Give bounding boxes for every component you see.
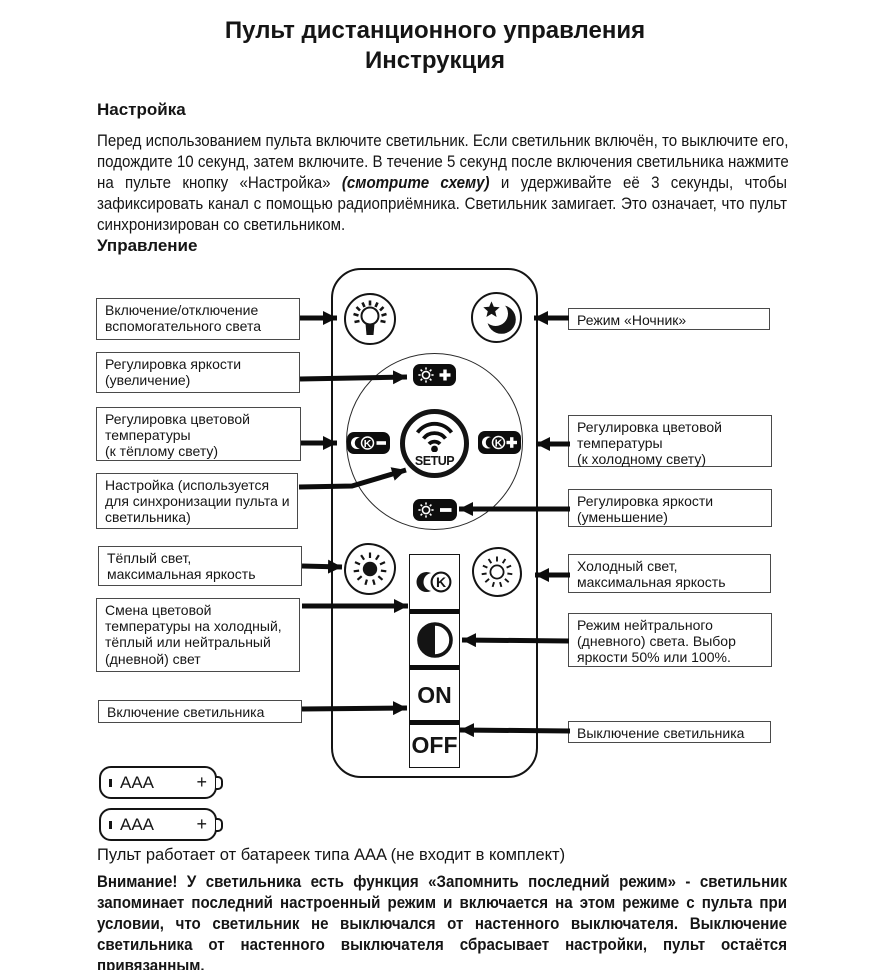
color-temp-cold-button[interactable]: K xyxy=(478,431,521,454)
label-brightness-down: Регулировка яркости (уменьшение) xyxy=(568,489,772,527)
label-color-temp-warm: Регулировка цветовой температуры (к тёпл… xyxy=(96,407,301,461)
paragraph-line: на пульте кнопку «Настройка» (смотрите с… xyxy=(97,173,787,194)
paragraph-line: подождите 10 секунд, затем включите. В т… xyxy=(97,153,789,171)
label-color-temp-cold: Регулировка цветовой температуры (к холо… xyxy=(568,415,772,467)
on-button-label: ON xyxy=(417,681,452,708)
label-setup: Настройка (используется для синхронизаци… xyxy=(96,473,298,529)
setup-heading: Настройка xyxy=(97,100,186,119)
battery-caption: Пульт работает от батареек типа AAA (не … xyxy=(97,846,566,864)
star-moon-icon xyxy=(483,301,516,334)
label-lamp-on: Включение светильника xyxy=(98,700,302,723)
label-night-mode: Режим «Ночник» xyxy=(568,308,770,330)
on-button[interactable]: ON xyxy=(410,665,459,720)
paragraph-line: зафиксировать канал с помощью радиоприём… xyxy=(97,195,787,213)
moon-k-plus-icon: K xyxy=(482,435,517,449)
battery-plus-mark: + xyxy=(196,772,207,792)
label-brightness-up: Регулировка яркости (увеличение) xyxy=(96,352,300,393)
title-line-2: Инструкция xyxy=(364,47,506,74)
battery-terminal-nub xyxy=(215,817,223,832)
paragraph-line: синхронизирован со светильником. xyxy=(97,216,346,234)
battery-aaa-2: AAA + xyxy=(99,808,217,841)
aux-light-button[interactable] xyxy=(344,293,396,345)
label-aux-light: Включение/отключение вспомогательного св… xyxy=(96,298,300,340)
arrow-brightness-up xyxy=(299,370,408,385)
k-letter: K xyxy=(364,438,372,450)
off-button-label: OFF xyxy=(411,732,458,758)
moon-k-minus-icon: K xyxy=(351,436,386,450)
arrow-setup xyxy=(298,467,407,490)
document-title: Пульт дистанционного управления Инструкц… xyxy=(90,16,780,76)
battery-terminal-nub xyxy=(215,775,223,790)
label-color-change: Смена цветовой температуры на холодный, … xyxy=(96,598,300,672)
brightness-up-button[interactable] xyxy=(413,364,456,386)
brightness-down-button[interactable] xyxy=(413,499,457,521)
battery-plus-mark: + xyxy=(196,814,207,834)
notice-line: светильника от настенного выключателя сб… xyxy=(97,936,787,954)
battery-size-label: AAA xyxy=(120,815,155,834)
wifi-icon xyxy=(415,422,454,452)
paragraph-italic-note: (смотрите схему) xyxy=(341,174,490,192)
notice-line: условии, что светильник не выключался от… xyxy=(97,915,787,933)
night-mode-button[interactable] xyxy=(471,292,522,343)
half-circle-contrast-icon xyxy=(416,621,453,658)
button-column: K ON OFF xyxy=(409,554,460,768)
setup-button-label: SETUP xyxy=(414,454,455,468)
label-warm-max: Тёплый свет, максимальная яркость xyxy=(98,546,302,586)
title-line-1: Пульт дистанционного управления xyxy=(224,17,646,44)
light-bulb-icon xyxy=(353,300,387,335)
cold-max-button[interactable] xyxy=(472,547,522,597)
sun-minus-icon xyxy=(418,502,452,518)
moon-k-icon: K xyxy=(416,571,451,593)
label-neutral-mode: Режим нейтрального (дневного) света. Выб… xyxy=(568,613,772,667)
paragraph-line: Перед использованием пульта включите све… xyxy=(97,132,789,150)
arrow-lamp-off xyxy=(459,723,571,738)
sun-plus-icon xyxy=(418,367,451,383)
battery-minus-mark xyxy=(109,821,112,829)
notice-line: Внимание! У светильника есть функция «За… xyxy=(97,873,787,891)
arrow-neutral-mode xyxy=(461,633,570,648)
paragraph-line-segment: и удерживайте её 3 секунды, чтобы xyxy=(489,174,787,192)
outline-sun-icon xyxy=(481,556,513,588)
color-temp-cycle-button[interactable]: K xyxy=(410,555,459,609)
k-letter: K xyxy=(435,574,445,590)
notice-paragraph: Внимание! У светильника есть функция «За… xyxy=(97,872,787,970)
setup-paragraph: Перед использованием пульта включите све… xyxy=(97,131,789,236)
battery-size-label: AAA xyxy=(120,773,155,792)
neutral-mode-button[interactable] xyxy=(410,609,459,665)
filled-sun-icon xyxy=(353,552,387,586)
battery-minus-mark xyxy=(109,779,112,787)
warm-max-button[interactable] xyxy=(344,543,396,595)
setup-button[interactable]: SETUP xyxy=(400,409,469,478)
color-temp-warm-button[interactable]: K xyxy=(347,432,390,454)
arrow-lamp-on xyxy=(301,701,408,716)
off-button[interactable]: OFF xyxy=(410,720,459,766)
battery-aaa-1: AAA + xyxy=(99,766,217,799)
notice-line: привязанным. xyxy=(97,957,205,970)
label-lamp-off: Выключение светильника xyxy=(568,721,771,743)
control-heading: Управление xyxy=(97,236,198,255)
paragraph-line-segment: на пульте кнопку «Настройка» xyxy=(97,174,342,192)
k-letter: K xyxy=(495,437,503,449)
arrow-warm-max xyxy=(301,559,343,574)
notice-line: запоминает последний настроенный режим и… xyxy=(97,894,787,912)
